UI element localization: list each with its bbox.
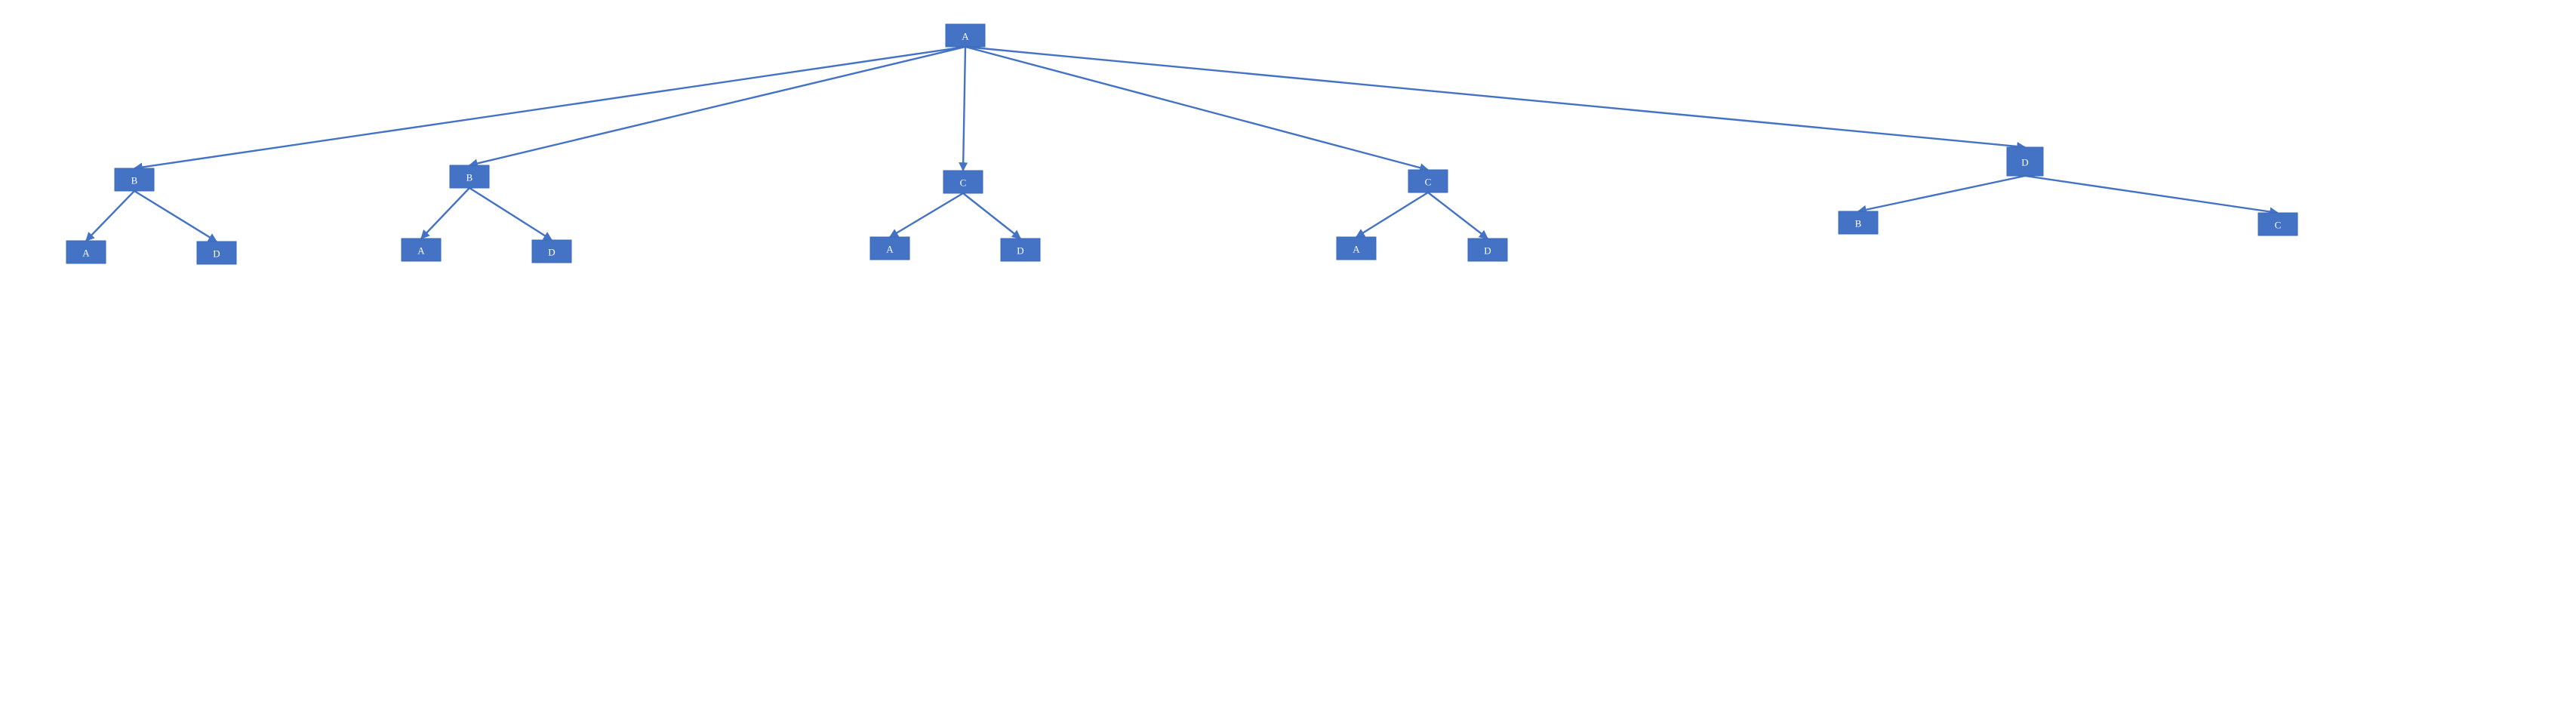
node-box <box>1838 211 1879 235</box>
tree-node-n9: D <box>531 239 572 263</box>
node-label: D <box>1017 245 1023 257</box>
edge-n2-to-n8 <box>420 187 470 239</box>
edge-n1-to-n7 <box>134 189 218 243</box>
node-label: C <box>1425 177 1432 188</box>
tree-node-n0: A <box>945 23 986 48</box>
tree-node-n3: C <box>943 170 983 194</box>
node-box <box>2257 212 2298 236</box>
tree-node-n12: A <box>1336 236 1377 260</box>
node-label: D <box>2021 157 2028 168</box>
tree-node-n2: B <box>449 165 490 189</box>
edge-n2-to-n9 <box>469 186 553 242</box>
edge-n0-to-n5 <box>965 45 2027 151</box>
tree-node-n7: D <box>196 241 237 265</box>
edge-n4-to-n12 <box>1355 191 1429 239</box>
node-label: A <box>1353 244 1360 255</box>
tree-node-n5: D <box>2006 146 2044 177</box>
tree-node-n8: A <box>401 238 442 262</box>
edge-n3-to-n10 <box>888 192 964 239</box>
node-label: A <box>417 245 425 257</box>
edge-n0-to-n4 <box>965 45 1430 173</box>
edge-n3-to-n11 <box>962 192 1021 239</box>
edges-layer <box>85 45 2279 243</box>
node-label: D <box>213 248 220 260</box>
node-box <box>869 236 910 260</box>
node-box <box>1000 238 1041 262</box>
node-label: B <box>1855 218 1862 229</box>
edge-n5-to-n14 <box>1857 174 2026 214</box>
node-label: C <box>2275 220 2282 231</box>
edge-n0-to-n1 <box>133 45 966 172</box>
node-label: B <box>131 175 138 186</box>
edge-n0-to-n3 <box>959 46 968 172</box>
tree-node-n14: B <box>1838 211 1879 235</box>
node-box <box>1467 238 1508 262</box>
tree-node-n10: A <box>869 236 910 260</box>
node-box <box>531 239 572 263</box>
edge-n5-to-n15 <box>2024 174 2279 217</box>
node-label: D <box>548 247 555 258</box>
edge-n4-to-n13 <box>1427 192 1488 239</box>
node-box <box>1408 169 1448 193</box>
node-box <box>943 170 983 194</box>
node-box <box>945 23 986 48</box>
node-label: C <box>960 177 967 189</box>
tree-node-n13: D <box>1467 238 1508 262</box>
node-label: B <box>466 172 473 183</box>
node-box <box>449 165 490 189</box>
tree-node-n6: A <box>66 240 106 264</box>
node-label: D <box>1484 245 1491 257</box>
nodes-layer: A B B C C D A D A D A D A D B C <box>66 23 2298 265</box>
tree-node-n11: D <box>1000 238 1041 262</box>
node-box <box>1336 236 1377 260</box>
node-box <box>401 238 442 262</box>
node-label: A <box>962 31 969 42</box>
tree-node-n4: C <box>1408 169 1448 193</box>
node-box <box>114 168 155 192</box>
tree-node-n1: B <box>114 168 155 192</box>
node-label: A <box>82 248 90 259</box>
node-box <box>196 241 237 265</box>
edge-n1-to-n6 <box>85 190 135 242</box>
node-box <box>66 240 106 264</box>
edge-n0-to-n2 <box>468 45 966 168</box>
node-label: A <box>886 244 894 255</box>
node-box <box>2006 146 2044 177</box>
tree-node-n15: C <box>2257 212 2298 236</box>
